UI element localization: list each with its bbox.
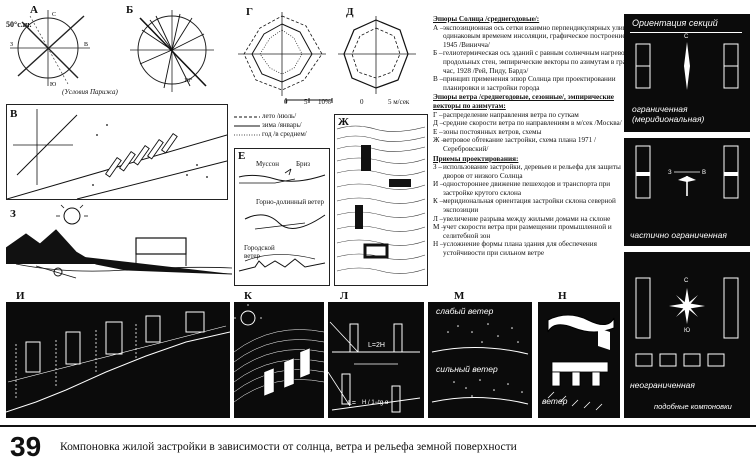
legend-item-k: К –меридиональная ориентация застройки с…	[433, 197, 633, 214]
scale-bar-g	[280, 98, 340, 106]
panel-label-m: М	[454, 290, 464, 302]
panel-label-i: И	[16, 290, 25, 302]
scale-g-mid: 5	[304, 98, 308, 106]
wind-flow-plan	[335, 115, 427, 285]
panel-l-spacing: L=2H L= H / 1−tg α	[328, 302, 424, 418]
label-weak-wind: слабый ветер	[436, 306, 493, 316]
scale-d-max: 5 м/сек	[388, 98, 409, 106]
svg-text:18°: 18°	[184, 77, 193, 84]
legend-item-e: Е –зоны постоянных ветров, схемы	[433, 128, 633, 137]
label-strong-wind: сильный ветер	[436, 364, 498, 374]
legend-item-d: Д –средние скорости ветра по направления…	[433, 119, 633, 128]
panel-label-v: В	[10, 108, 17, 120]
panel-i-slope-traffic	[6, 302, 230, 418]
compass-n-1: С	[684, 34, 688, 40]
panel-label-z: З	[10, 208, 16, 220]
legend-item-n: Н –усложнение формы плана здания для обе…	[433, 240, 633, 257]
orientation-title: Ориентация секций	[632, 18, 718, 28]
figure-caption-text: Компоновка жилой застройки в зависимости…	[60, 441, 517, 453]
legend-item-b: Б –гелиотермическая ось зданий с равным …	[433, 49, 633, 75]
orientation-panel-3: С Ю неограниченная подобные компоновки	[624, 252, 750, 418]
svg-text:С: С	[52, 12, 56, 18]
legend-item-v: В –принцип применения эпюр Солнца при пр…	[433, 75, 633, 92]
orientation-panel-2: З В частично ограниченная	[624, 138, 750, 246]
label-wind-n: ветер	[542, 396, 567, 406]
panel-label-k: К	[244, 290, 252, 302]
compass-w-2: З	[668, 170, 672, 176]
panel-label-n: Н	[558, 290, 567, 302]
label-breeze: Бриз	[296, 160, 310, 168]
scale-d-zero: 0	[360, 98, 364, 106]
orientation-panel-1: Ориентация секций С ограниченная (мериди…	[624, 14, 750, 132]
heliothermal-diagram-b: 18°	[120, 6, 226, 98]
compass-n-3: С	[684, 278, 688, 284]
scale-g-zero: 0	[284, 98, 288, 106]
figure-number: 39	[10, 431, 41, 463]
label-city-wind: Городской ветер	[244, 244, 284, 260]
orientation-caption-1: ограниченная (меридиональная)	[632, 104, 750, 124]
panel-m-wind-zones: слабый ветер сильный ветер	[428, 302, 532, 418]
distance-l1: L=2H	[368, 342, 385, 349]
compass-s-3: Ю	[684, 328, 690, 334]
speed-rose-d	[336, 14, 422, 98]
panel-zh-frame	[334, 114, 428, 286]
panel-label-l: Л	[340, 290, 348, 302]
constant-winds-schemes	[235, 149, 329, 285]
distance-formula: H / 1−tg α	[362, 400, 412, 406]
label-monsoon: Муссон	[256, 160, 279, 168]
panel-e-frame	[234, 148, 330, 286]
svg-text:З: З	[10, 42, 13, 48]
legend-text: Эпюры Солнца /среднегодовые/: А –экспози…	[433, 14, 633, 258]
panel-v-frame	[6, 104, 228, 200]
legend-item-m: М –учет скорости ветра при размещении пр…	[433, 223, 633, 240]
legend-item-zh: Ж –ветровое обтекание застройки, схема п…	[433, 136, 633, 153]
legend-item-l: Л –увеличение разрыва между жилыми домам…	[433, 215, 633, 224]
landscape-sun-protection	[6, 204, 232, 286]
label-mountain-wind: Горно-долинный ветер	[256, 198, 326, 206]
wind-legend-lines	[232, 113, 262, 141]
legend-heading-design: Приемы проектирования:	[433, 155, 633, 164]
wind-legend-summer: лето /июль/	[262, 112, 296, 120]
wind-rose-g	[234, 10, 334, 100]
legend-item-a: А –экспозиционная ось сетки взаимно перп…	[433, 24, 633, 50]
city-planning-diagram-v	[7, 105, 227, 199]
wind-legend-winter: зима /январь/	[262, 121, 302, 129]
legend-heading-sun: Эпюры Солнца /среднегодовые/:	[433, 15, 633, 24]
legend-heading-wind: Эпюры ветра /среднегодовые, сезонные/, э…	[433, 93, 633, 110]
figure-caption: 39 Компоновка жилой застройки в зависимо…	[0, 425, 756, 463]
orientation-caption-4: подобные компоновки	[654, 402, 750, 411]
panel-k-meridional	[234, 302, 324, 418]
compass-e-2: В	[702, 170, 706, 176]
panel-n-plan-shapes: ветер	[538, 302, 620, 418]
legend-item-z: З –использование застройки, деревьев и р…	[433, 163, 633, 180]
svg-text:Ю: Ю	[50, 82, 56, 88]
wind-legend-year: год /в среднем/	[262, 130, 307, 138]
panel-label-zh: Ж	[338, 116, 349, 128]
scale-g-max: 10%	[318, 98, 331, 106]
legend-item-g: Г –распределение направления ветра по су…	[433, 111, 633, 120]
panel-label-e: Е	[238, 150, 245, 162]
orientation-caption-3: неограниченная	[630, 380, 750, 390]
distance-l2: L=	[348, 400, 356, 407]
legend-item-i: И –одностороннее движение пешеходов и тр…	[433, 180, 633, 197]
panel-a-note: (Условия Парижа)	[62, 88, 118, 96]
orientation-caption-2: частично ограниченная	[630, 230, 750, 240]
svg-text:В: В	[84, 42, 88, 48]
